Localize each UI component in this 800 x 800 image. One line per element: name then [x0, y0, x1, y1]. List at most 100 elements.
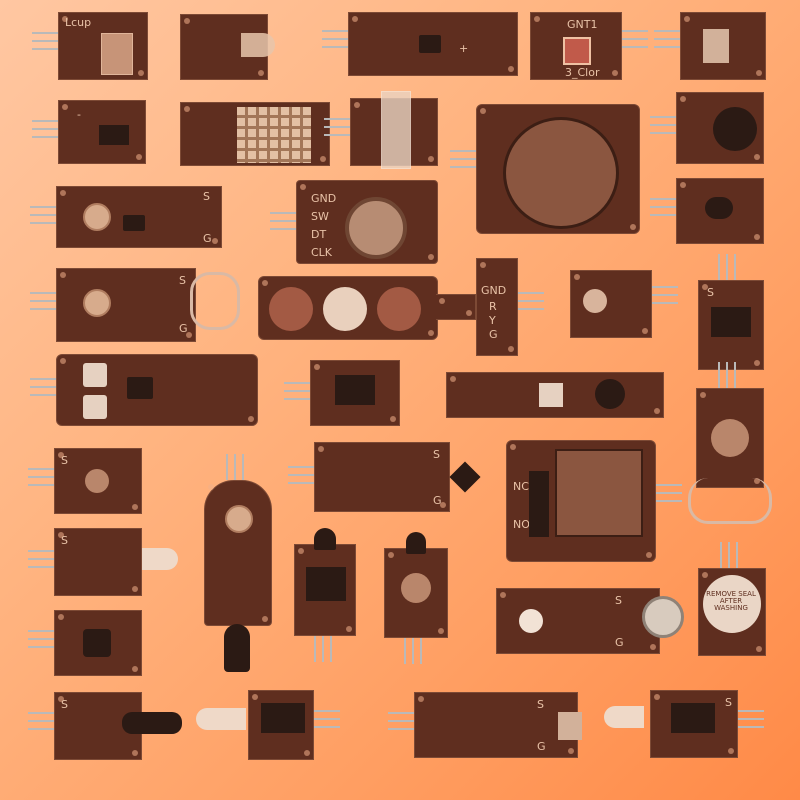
vertical-module-1: S	[698, 280, 764, 370]
hall-sensor-module	[310, 360, 400, 426]
traffic-light-pins	[518, 292, 544, 314]
light-blocking-sensor	[558, 712, 582, 740]
sensor1-s-label: S	[203, 190, 210, 203]
hall-vertical-socket	[306, 567, 346, 601]
mini-led-socket	[671, 703, 715, 733]
flame-module	[676, 178, 764, 244]
lb-s-label: S	[537, 698, 544, 711]
gnt1-label: GNT1	[567, 18, 598, 31]
tracking-module	[446, 372, 664, 418]
ir-plus-label: +	[459, 42, 469, 55]
vib-s-label: S	[61, 698, 68, 711]
mercury-tilt-module	[696, 388, 764, 488]
mini-led	[604, 706, 644, 728]
push-button-module	[54, 610, 142, 676]
joystick-knob	[503, 117, 619, 229]
sound-s-label: S	[433, 448, 440, 461]
rotary-dt-label: DT	[311, 228, 327, 241]
tilt-minus-label: -	[77, 108, 81, 121]
tilt-component	[99, 125, 129, 145]
flame-pins	[650, 198, 676, 220]
ir-transmitter-module	[248, 690, 314, 760]
knock-pins	[28, 468, 54, 490]
passive-buzzer-pins	[720, 542, 742, 568]
analog-sensor-1-pins	[30, 206, 56, 228]
traffic-light-header: GND R Y G	[476, 258, 518, 356]
knock-contact	[85, 469, 109, 493]
analog-sensor-2-pins	[30, 292, 56, 314]
light-blocking-module: S G	[414, 692, 578, 758]
ir-receiver-module: +	[348, 12, 518, 76]
tracking-pot	[539, 383, 563, 407]
rotary-pins	[270, 212, 296, 234]
relay-pins	[656, 484, 682, 506]
traffic-y-label: Y	[489, 314, 496, 327]
mount-hole	[225, 505, 253, 533]
two-color-led-pins	[28, 550, 54, 572]
traffic-r-label: R	[489, 300, 497, 313]
passive-buzzer-module: REMOVE SEAL AFTER WASHING	[698, 568, 766, 656]
mercury-tilt-pins	[718, 362, 740, 388]
light-cup-pins	[32, 32, 58, 54]
comparator-chip	[123, 215, 145, 231]
buzzer-sticker: REMOVE SEAL AFTER WASHING	[706, 590, 756, 612]
microphone-led	[519, 609, 543, 633]
tilt-switch-module: -	[58, 100, 146, 164]
relay-module: NC NO	[506, 440, 656, 562]
push-button	[83, 629, 111, 657]
photoresistor	[583, 289, 607, 313]
vibration-pins	[28, 712, 54, 734]
green-led	[377, 287, 421, 331]
light-cup-component	[101, 33, 133, 75]
v1-socket	[711, 307, 751, 337]
tilt-switch-pins	[32, 120, 58, 142]
sound-diode	[449, 461, 481, 493]
relay-cube	[555, 449, 643, 537]
mic-s-label: S	[615, 594, 622, 607]
hall-pins	[284, 382, 310, 404]
vibration-spring	[122, 712, 182, 734]
rotary-encoder-module: GND SW DT CLK	[296, 180, 438, 264]
vertical-module-1-pins	[718, 254, 740, 280]
mercury-contacts	[711, 419, 749, 457]
tracking-sensor	[595, 379, 625, 409]
relay-no-label: NO	[513, 518, 530, 531]
joystick-module	[476, 104, 640, 234]
temp-vertical-pins	[404, 638, 426, 664]
sensor1-g-label: G	[203, 232, 212, 245]
flame-led	[705, 197, 733, 219]
led-module	[180, 14, 275, 80]
sensor2-s-label: S	[179, 274, 186, 287]
analog-sensor-module-2: S G	[56, 268, 196, 342]
joystick-pins	[450, 150, 476, 172]
mount-hole	[83, 203, 111, 231]
microphone-capsule	[642, 596, 684, 638]
hall-vertical-pins	[314, 636, 336, 662]
buzzer-component	[713, 107, 757, 151]
mini-led-pins	[738, 710, 764, 732]
buzzer-pins	[650, 116, 676, 138]
rotary-sw-label: SW	[311, 210, 329, 223]
temp-humidity-sensor	[237, 107, 311, 163]
hall-vertical-transistor	[314, 528, 336, 550]
two-color-led	[142, 548, 178, 570]
screw-terminal	[529, 471, 549, 537]
traffic-gnd-label: GND	[481, 284, 507, 297]
three-color-label: 3_Clor	[565, 66, 600, 79]
trimpot-2	[83, 395, 107, 419]
reed-pins	[324, 118, 350, 140]
mic-g-label: G	[615, 636, 624, 649]
rotary-knob	[345, 197, 407, 259]
led-component	[241, 33, 275, 57]
reed-loop	[190, 272, 240, 330]
buzzer-module	[676, 92, 764, 164]
v1-s-label: S	[707, 286, 714, 299]
mount-hole	[83, 289, 111, 317]
flame-vertical-pins	[226, 454, 248, 480]
traffic-g-label: G	[489, 328, 498, 341]
push-button-pins	[28, 630, 54, 652]
passive-buzzer	[703, 575, 761, 633]
knock-module: S	[54, 448, 142, 514]
microphone-module: S G	[496, 588, 660, 654]
